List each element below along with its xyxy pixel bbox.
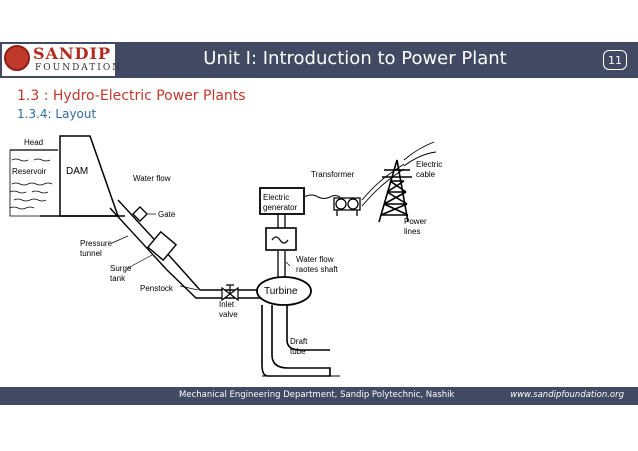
gate-icon bbox=[132, 206, 148, 222]
label-tube: tube bbox=[290, 347, 306, 356]
footer-department: Mechanical Engineering Department, Sandi… bbox=[179, 390, 455, 400]
label-electric-generator-1: Electric bbox=[263, 193, 289, 202]
label-water-flow: Water flow bbox=[133, 174, 171, 183]
slide-title: Unit I: Introduction to Power Plant bbox=[203, 48, 507, 69]
surge-tank bbox=[146, 230, 178, 262]
label-head: Head bbox=[24, 138, 43, 147]
transformer-icon bbox=[333, 197, 361, 216]
label-transformer: Transformer bbox=[311, 170, 355, 179]
turbine-shaft bbox=[277, 251, 286, 277]
label-gate: Gate bbox=[158, 210, 176, 219]
label-pressure: Pressure bbox=[80, 239, 113, 248]
penstock-pipe bbox=[166, 261, 262, 299]
subsection-label: : Layout bbox=[47, 107, 97, 121]
subsection-number: 1.3.4 bbox=[17, 107, 48, 121]
generator-cable bbox=[303, 194, 341, 199]
label-tunnel: tunnel bbox=[80, 249, 102, 258]
label-reservoir: Reservoir bbox=[12, 167, 47, 176]
logo-word: SANDIP bbox=[33, 44, 111, 63]
turbine bbox=[256, 276, 312, 306]
logo-emblem-icon bbox=[4, 45, 30, 71]
label-surge: Surge bbox=[110, 264, 132, 273]
hydro-plant-layout-diagram: Head Reservoir DAM Water flow Gate Press… bbox=[9, 135, 442, 377]
label-power-lines-1: Power bbox=[404, 217, 427, 226]
section-heading: 1.3 : Hydro-Electric Power Plants bbox=[17, 88, 246, 104]
logo: SANDIP FOUNDATION bbox=[2, 44, 120, 76]
subsection-heading: 1.3.4: Layout bbox=[17, 107, 96, 121]
draft-tube bbox=[261, 305, 340, 377]
reservoir-water bbox=[9, 149, 60, 217]
label-electric-cable-2: cable bbox=[416, 170, 436, 179]
logo-subtitle: FOUNDATION bbox=[35, 63, 123, 73]
label-water-flow-2: Water flow bbox=[296, 255, 334, 264]
inlet-valve-icon bbox=[221, 284, 239, 302]
page-number: 11 bbox=[603, 50, 627, 70]
label-dam: DAM bbox=[66, 166, 88, 177]
label-draft: Draft bbox=[290, 337, 308, 346]
footer-bar bbox=[0, 387, 638, 405]
label-power-lines-2: lines bbox=[404, 227, 420, 236]
leader-lines bbox=[111, 213, 291, 291]
label-inlet: Inlet bbox=[219, 300, 235, 309]
label-raotes-shaft: raotes shaft bbox=[296, 265, 339, 274]
label-electric-generator-2: generator bbox=[263, 203, 298, 212]
generator-symbol bbox=[265, 227, 297, 251]
label-turbine: Turbine bbox=[264, 286, 298, 297]
electric-generator-box bbox=[259, 187, 305, 215]
label-penstock: Penstock bbox=[140, 284, 174, 293]
label-valve: valve bbox=[219, 310, 238, 319]
footer-website: www.sandipfoundation.org bbox=[510, 390, 624, 400]
label-tank: tank bbox=[110, 274, 126, 283]
transmission-tower-icon bbox=[378, 159, 412, 223]
label-electric-cable-1: Electric bbox=[416, 160, 442, 169]
